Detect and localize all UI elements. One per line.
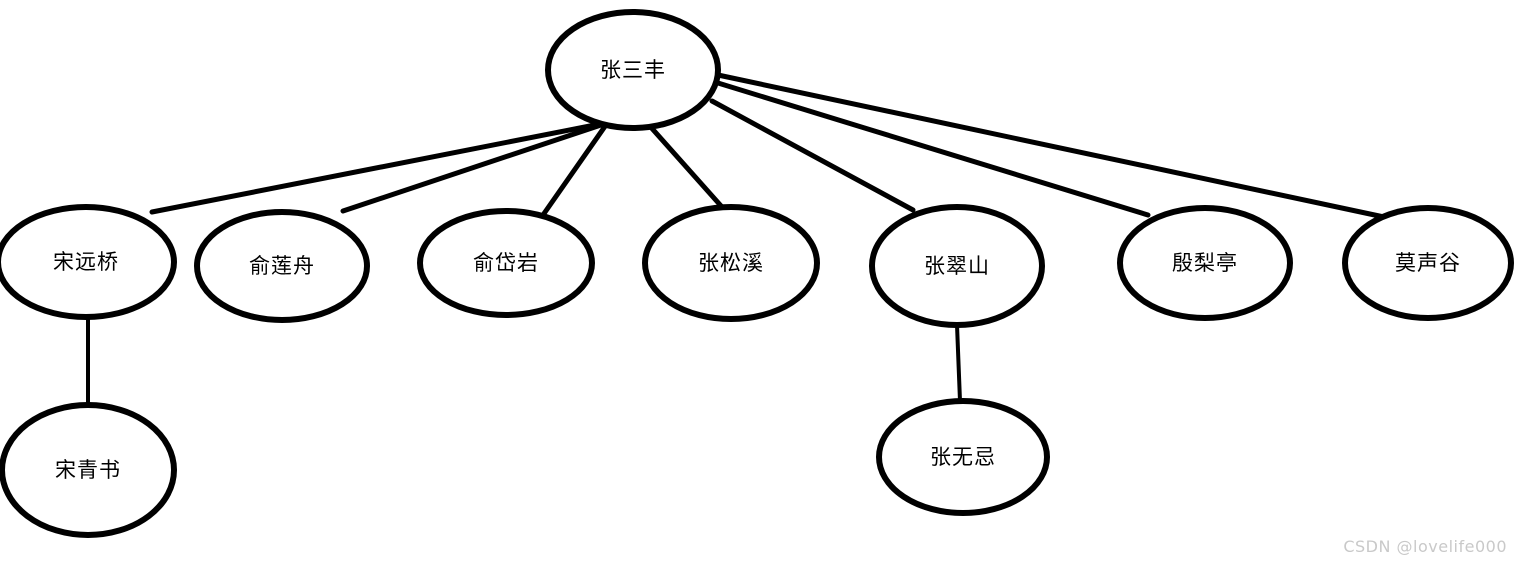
node-label-zhangwuji: 张无忌	[930, 445, 996, 469]
watermark-text: CSDN @lovelife000	[1343, 537, 1507, 556]
node-shape-zhangcuishan[interactable]	[869, 204, 1045, 328]
node-songqingshu[interactable]: 宋青书	[0, 402, 177, 538]
node-label-songqingshu: 宋青书	[55, 458, 121, 482]
edges-layer	[86, 72, 1387, 408]
node-yudaiyan[interactable]: 俞岱岩	[417, 208, 595, 318]
node-shape-zhangwuji[interactable]	[876, 398, 1050, 516]
edge-zhangsanfeng-to-yudaiyan	[540, 119, 611, 218]
node-label-zhangsanfeng: 张三丰	[600, 58, 666, 82]
node-shape-zhangsanfeng[interactable]	[545, 9, 721, 131]
node-yinliting[interactable]: 殷梨亭	[1117, 205, 1293, 321]
node-yulianzhou[interactable]: 俞莲舟	[194, 209, 370, 323]
node-label-yinliting: 殷梨亭	[1172, 251, 1238, 275]
node-label-yudaiyan: 俞岱岩	[473, 251, 539, 275]
edge-zhangcuishan-to-zhangwuji	[955, 323, 962, 403]
node-zhangsanfeng[interactable]: 张三丰	[545, 9, 721, 131]
node-label-songyuanqiao: 宋远桥	[53, 250, 119, 274]
node-zhangsongxi[interactable]: 张松溪	[642, 204, 820, 322]
edge-zhangsanfeng-to-yinliting	[715, 80, 1151, 218]
node-label-yulianzhou: 俞莲舟	[249, 254, 315, 278]
node-zhangwuji[interactable]: 张无忌	[876, 398, 1050, 516]
node-label-moshenggu: 莫声谷	[1395, 251, 1461, 275]
node-shape-yudaiyan[interactable]	[417, 208, 595, 318]
node-shape-songyuanqiao[interactable]	[0, 204, 177, 320]
node-shape-yinliting[interactable]	[1117, 205, 1293, 321]
node-zhangcuishan[interactable]: 张翠山	[869, 204, 1045, 328]
edge-zhangsanfeng-to-moshenggu	[715, 72, 1387, 220]
node-shape-moshenggu[interactable]	[1342, 205, 1514, 321]
edge-zhangsanfeng-to-zhangsongxi	[645, 121, 725, 210]
node-moshenggu[interactable]: 莫声谷	[1342, 205, 1514, 321]
node-shape-zhangsongxi[interactable]	[642, 204, 820, 322]
node-songyuanqiao[interactable]: 宋远桥	[0, 204, 177, 320]
edge-zhangsanfeng-to-songyuanqiao	[149, 121, 603, 215]
node-label-zhangsongxi: 张松溪	[698, 251, 764, 275]
node-shape-yulianzhou[interactable]	[194, 209, 370, 323]
node-label-zhangcuishan: 张翠山	[924, 254, 990, 278]
edge-zhangsanfeng-to-zhangcuishan	[709, 98, 916, 213]
node-shape-songqingshu[interactable]	[0, 402, 177, 538]
edge-zhangsanfeng-to-yulianzhou	[340, 121, 607, 214]
